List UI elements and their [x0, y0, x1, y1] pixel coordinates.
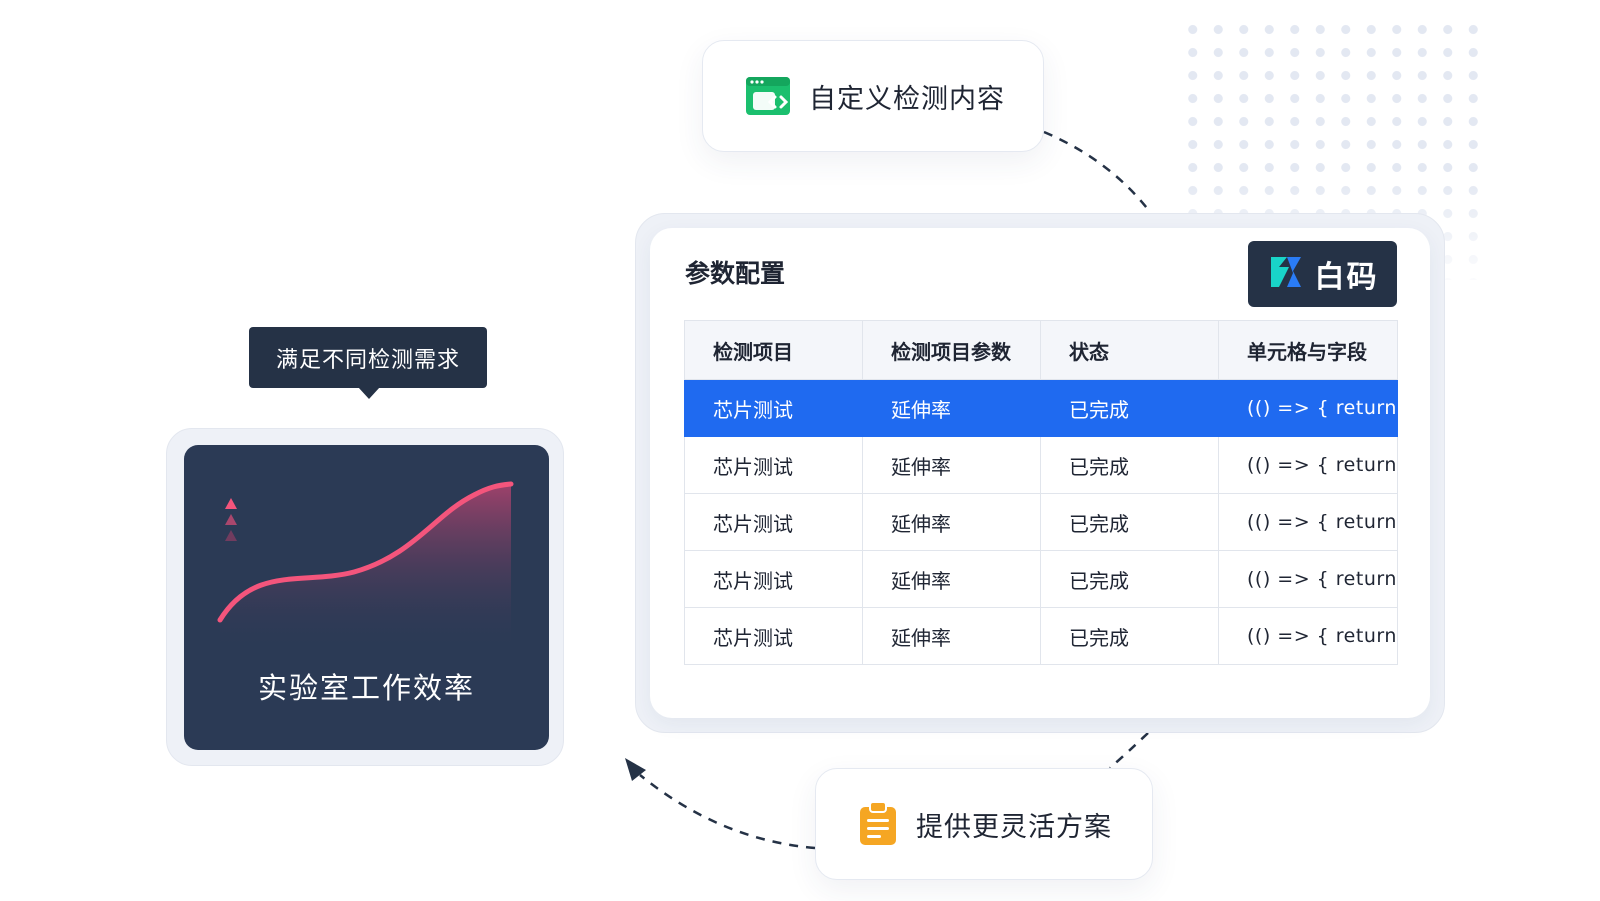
- growth-curve: [217, 481, 514, 645]
- table-row[interactable]: 芯片测试 延伸率 已完成 (() => { return: [684, 607, 1398, 665]
- arrowhead-icon: [625, 758, 646, 781]
- brand-name: 白码: [1314, 260, 1379, 295]
- custom-detection-label: 自定义检测内容: [809, 83, 1005, 115]
- column-header[interactable]: 检测项目: [684, 320, 863, 380]
- needs-tooltip: 满足不同检测需求: [249, 327, 487, 388]
- cell-param[interactable]: 延伸率: [862, 550, 1041, 608]
- column-header[interactable]: 状态: [1040, 320, 1219, 380]
- cell-param[interactable]: 延伸率: [862, 493, 1041, 551]
- parameter-table: 检测项目 检测项目参数 状态 单元格与字段 芯片测试 延伸率 已完成 (() =…: [684, 320, 1398, 665]
- cell-status[interactable]: 已完成: [1040, 379, 1219, 437]
- tooltip-pointer: [358, 387, 380, 399]
- flexible-solution-label: 提供更灵活方案: [916, 811, 1112, 843]
- cell-field[interactable]: (() => { return: [1218, 550, 1398, 608]
- cell-item[interactable]: 芯片测试: [684, 436, 863, 494]
- triangle-up-stack-icon: [225, 498, 237, 541]
- cell-status[interactable]: 已完成: [1040, 550, 1219, 608]
- table-row[interactable]: 芯片测试 延伸率 已完成 (() => { return: [684, 493, 1398, 551]
- cell-field[interactable]: (() => { return: [1218, 379, 1398, 437]
- curve-area: [220, 484, 511, 645]
- column-header[interactable]: 单元格与字段: [1218, 320, 1398, 380]
- cell-item[interactable]: 芯片测试: [684, 493, 863, 551]
- brand-badge: 白码: [1248, 241, 1397, 307]
- connector-right-bottom: [1109, 732, 1149, 769]
- flexible-solution-callout: 提供更灵活方案: [815, 768, 1153, 880]
- connector-top: [1043, 130, 1151, 213]
- cell-item[interactable]: 芯片测试: [684, 379, 863, 437]
- cell-status[interactable]: 已完成: [1040, 607, 1219, 665]
- cell-field[interactable]: (() => { return: [1218, 607, 1398, 665]
- code-window-icon: [745, 73, 791, 119]
- cell-param[interactable]: 延伸率: [862, 607, 1041, 665]
- table-row-selected[interactable]: 芯片测试 延伸率 已完成 (() => { return: [684, 379, 1398, 437]
- table-row[interactable]: 芯片测试 延伸率 已完成 (() => { return: [684, 550, 1398, 608]
- cell-item[interactable]: 芯片测试: [684, 607, 863, 665]
- table-header-row: 检测项目 检测项目参数 状态 单元格与字段: [684, 320, 1398, 380]
- efficiency-label: 实验室工作效率: [257, 671, 475, 705]
- cell-param[interactable]: 延伸率: [862, 436, 1041, 494]
- cell-param[interactable]: 延伸率: [862, 379, 1041, 437]
- cell-status[interactable]: 已完成: [1040, 436, 1219, 494]
- panel-title: 参数配置: [685, 259, 786, 288]
- cell-status[interactable]: 已完成: [1040, 493, 1219, 551]
- cell-item[interactable]: 芯片测试: [684, 550, 863, 608]
- clipboard-icon: [858, 801, 898, 847]
- custom-detection-callout: 自定义检测内容: [702, 40, 1044, 152]
- cell-field[interactable]: (() => { return: [1218, 436, 1398, 494]
- curve-line: [217, 481, 514, 623]
- connector-bottom: [639, 774, 816, 850]
- column-header[interactable]: 检测项目参数: [862, 320, 1041, 380]
- cell-field[interactable]: (() => { return: [1218, 493, 1398, 551]
- baima-logo-icon: [1267, 253, 1305, 295]
- efficiency-card: 实验室工作效率: [184, 445, 549, 750]
- table-row[interactable]: 芯片测试 延伸率 已完成 (() => { return: [684, 436, 1398, 494]
